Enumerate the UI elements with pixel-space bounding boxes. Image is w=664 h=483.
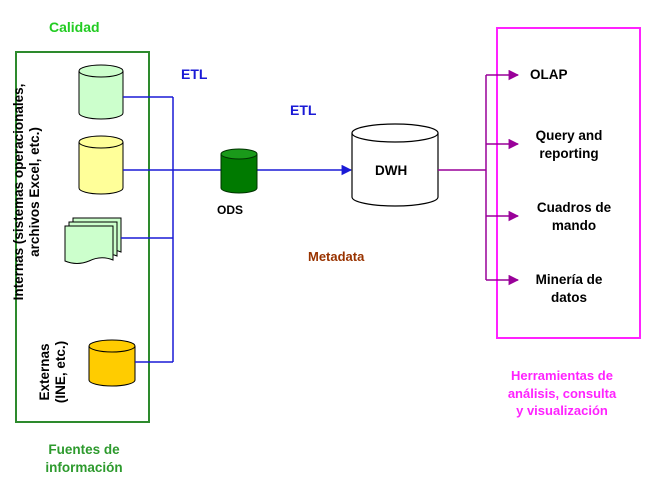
internal-database-1-icon bbox=[78, 64, 124, 120]
tool-item-query: Query and reporting bbox=[535, 128, 603, 161]
etl-label-lower: ETL bbox=[290, 102, 317, 118]
sources-caption: Fuentes de información bbox=[45, 442, 123, 475]
tools-caption: Herramientas de análisis, consulta y vis… bbox=[507, 368, 617, 418]
tool-item-mineria: Minería de datos bbox=[535, 272, 603, 305]
sources-box bbox=[15, 51, 150, 423]
ods-database-icon bbox=[220, 148, 258, 194]
external-database-icon bbox=[88, 339, 136, 387]
external-sources-text: Externas (INE, etc.) bbox=[37, 340, 68, 404]
internal-sources-text: Internas (sistemas operacionales, archiv… bbox=[11, 83, 42, 301]
documents-icon bbox=[64, 217, 122, 264]
tool-item-cuadros: Cuadros de mando bbox=[536, 200, 612, 233]
tools-box bbox=[496, 27, 641, 339]
etl-connectors bbox=[121, 96, 221, 363]
tool-connectors bbox=[438, 75, 487, 280]
internal-sources-label: Internas (sistemas operacionales, archiv… bbox=[11, 82, 63, 302]
internal-database-2-icon bbox=[78, 135, 124, 195]
dwh-database-icon bbox=[351, 123, 439, 207]
dwh-label: DWH bbox=[375, 163, 408, 178]
tool-item-olap: OLAP bbox=[530, 67, 568, 82]
quality-label: Calidad bbox=[49, 19, 100, 35]
external-sources-label: Externas (INE, etc.) bbox=[37, 332, 73, 412]
etl-label-upper: ETL bbox=[181, 66, 208, 82]
metadata-label: Metadata bbox=[308, 249, 365, 264]
ods-label: ODS bbox=[217, 203, 244, 217]
